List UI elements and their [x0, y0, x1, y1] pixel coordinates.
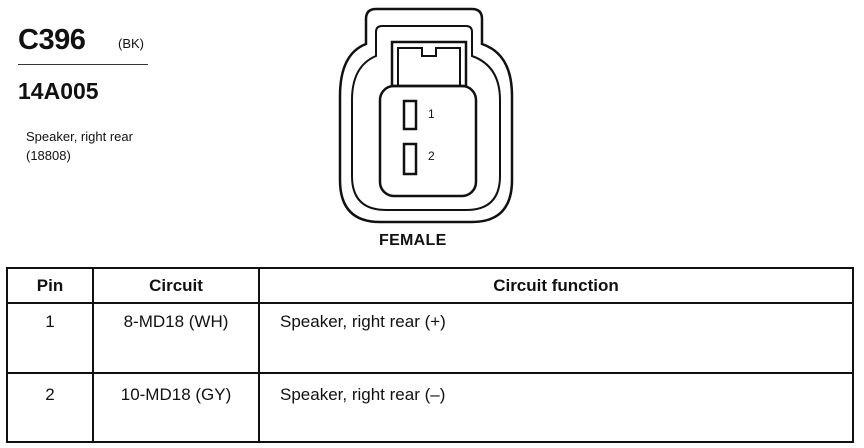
- cell-pin: 1: [6, 302, 94, 374]
- connector-gender-label: FEMALE: [379, 232, 447, 249]
- header-pin: Pin: [6, 267, 94, 304]
- cell-pin: 2: [6, 372, 94, 443]
- pin-1-label: 1: [428, 107, 435, 121]
- table-row: 2 10-MD18 (GY) Speaker, right rear (–): [6, 372, 854, 443]
- header-circuit-function: Circuit function: [258, 267, 854, 304]
- pin-1-terminal: [402, 99, 418, 131]
- cell-circuit-text: 10-MD18 (GY): [120, 385, 232, 404]
- locking-tab-notch: [397, 47, 461, 87]
- connector-face-diagram: [338, 7, 514, 224]
- connector-description: Speaker, right rear (18808): [26, 127, 133, 165]
- cell-circuit-function: Speaker, right rear (–): [258, 372, 854, 443]
- pin-2-terminal: [402, 142, 418, 176]
- terminal-cavity-block: [378, 84, 478, 198]
- connector-inner-shell: [351, 25, 501, 211]
- title-divider: [18, 64, 148, 65]
- pinout-table: Pin Circuit Circuit function 1 8-MD18 (W…: [6, 267, 854, 443]
- connector-color: (BK): [118, 36, 144, 51]
- connector-id: C396: [18, 24, 86, 56]
- cell-circuit: 8-MD18 (WH): [92, 302, 260, 374]
- pin-2-label: 2: [428, 149, 435, 163]
- cell-circuit-function: Speaker, right rear (+): [258, 302, 854, 374]
- connector-outer-shell: [338, 7, 514, 224]
- table-header-row: Pin Circuit Circuit function: [6, 267, 854, 304]
- table-row: 1 8-MD18 (WH) Speaker, right rear (+): [6, 302, 854, 374]
- description-line-1: Speaker, right rear: [26, 129, 133, 144]
- part-number: 14A005: [18, 78, 99, 104]
- header-circuit: Circuit: [92, 267, 260, 304]
- cell-circuit: 10-MD18 (GY): [92, 372, 260, 443]
- description-line-2: (18808): [26, 148, 71, 163]
